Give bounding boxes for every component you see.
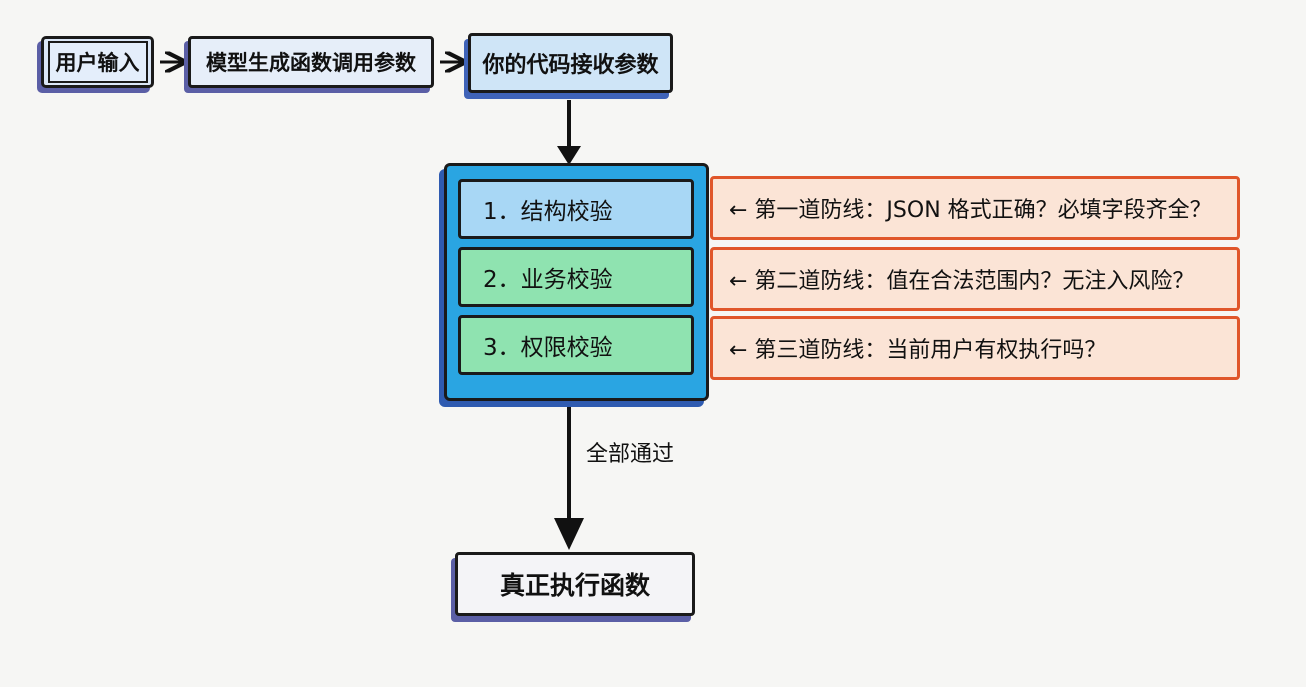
- validation-permission-label: 3．权限校验: [483, 335, 613, 361]
- model-params-label: 模型生成函数调用参数: [206, 51, 416, 75]
- note-second-defense: ← 第二道防线：值在合法范围内？无注入风险？: [710, 247, 1240, 311]
- note-first-defense-text: ← 第一道防线：JSON 格式正确？必填字段齐全？: [729, 198, 1212, 223]
- validation-structure: 1．结构校验: [458, 179, 694, 239]
- note-third-defense: ← 第三道防线：当前用户有权执行吗？: [710, 316, 1240, 380]
- user-input-label: 用户输入: [47, 41, 148, 83]
- note-third-defense-text: ← 第三道防线：当前用户有权执行吗？: [729, 338, 1107, 363]
- execute-box: 真正执行函数: [455, 552, 695, 616]
- model-params-box: 模型生成函数调用参数: [188, 36, 434, 88]
- note-first-defense: ← 第一道防线：JSON 格式正确？必填字段齐全？: [710, 176, 1240, 240]
- validation-permission: 3．权限校验: [458, 315, 694, 375]
- code-receive-label: 你的代码接收参数: [482, 53, 659, 78]
- arrowhead-validation: [557, 146, 581, 165]
- validation-business: 2．业务校验: [458, 247, 694, 307]
- validation-business-label: 2．业务校验: [483, 267, 613, 293]
- pass-label: 全部通过: [586, 442, 675, 467]
- validation-structure-label: 1．结构校验: [483, 199, 613, 225]
- execute-label: 真正执行函数: [499, 571, 650, 600]
- note-second-defense-text: ← 第二道防线：值在合法范围内？无注入风险？: [729, 269, 1195, 294]
- user-input-box: 用户输入: [41, 36, 154, 88]
- arrowhead-exec: [554, 518, 584, 550]
- code-receive-box: 你的代码接收参数: [468, 33, 673, 93]
